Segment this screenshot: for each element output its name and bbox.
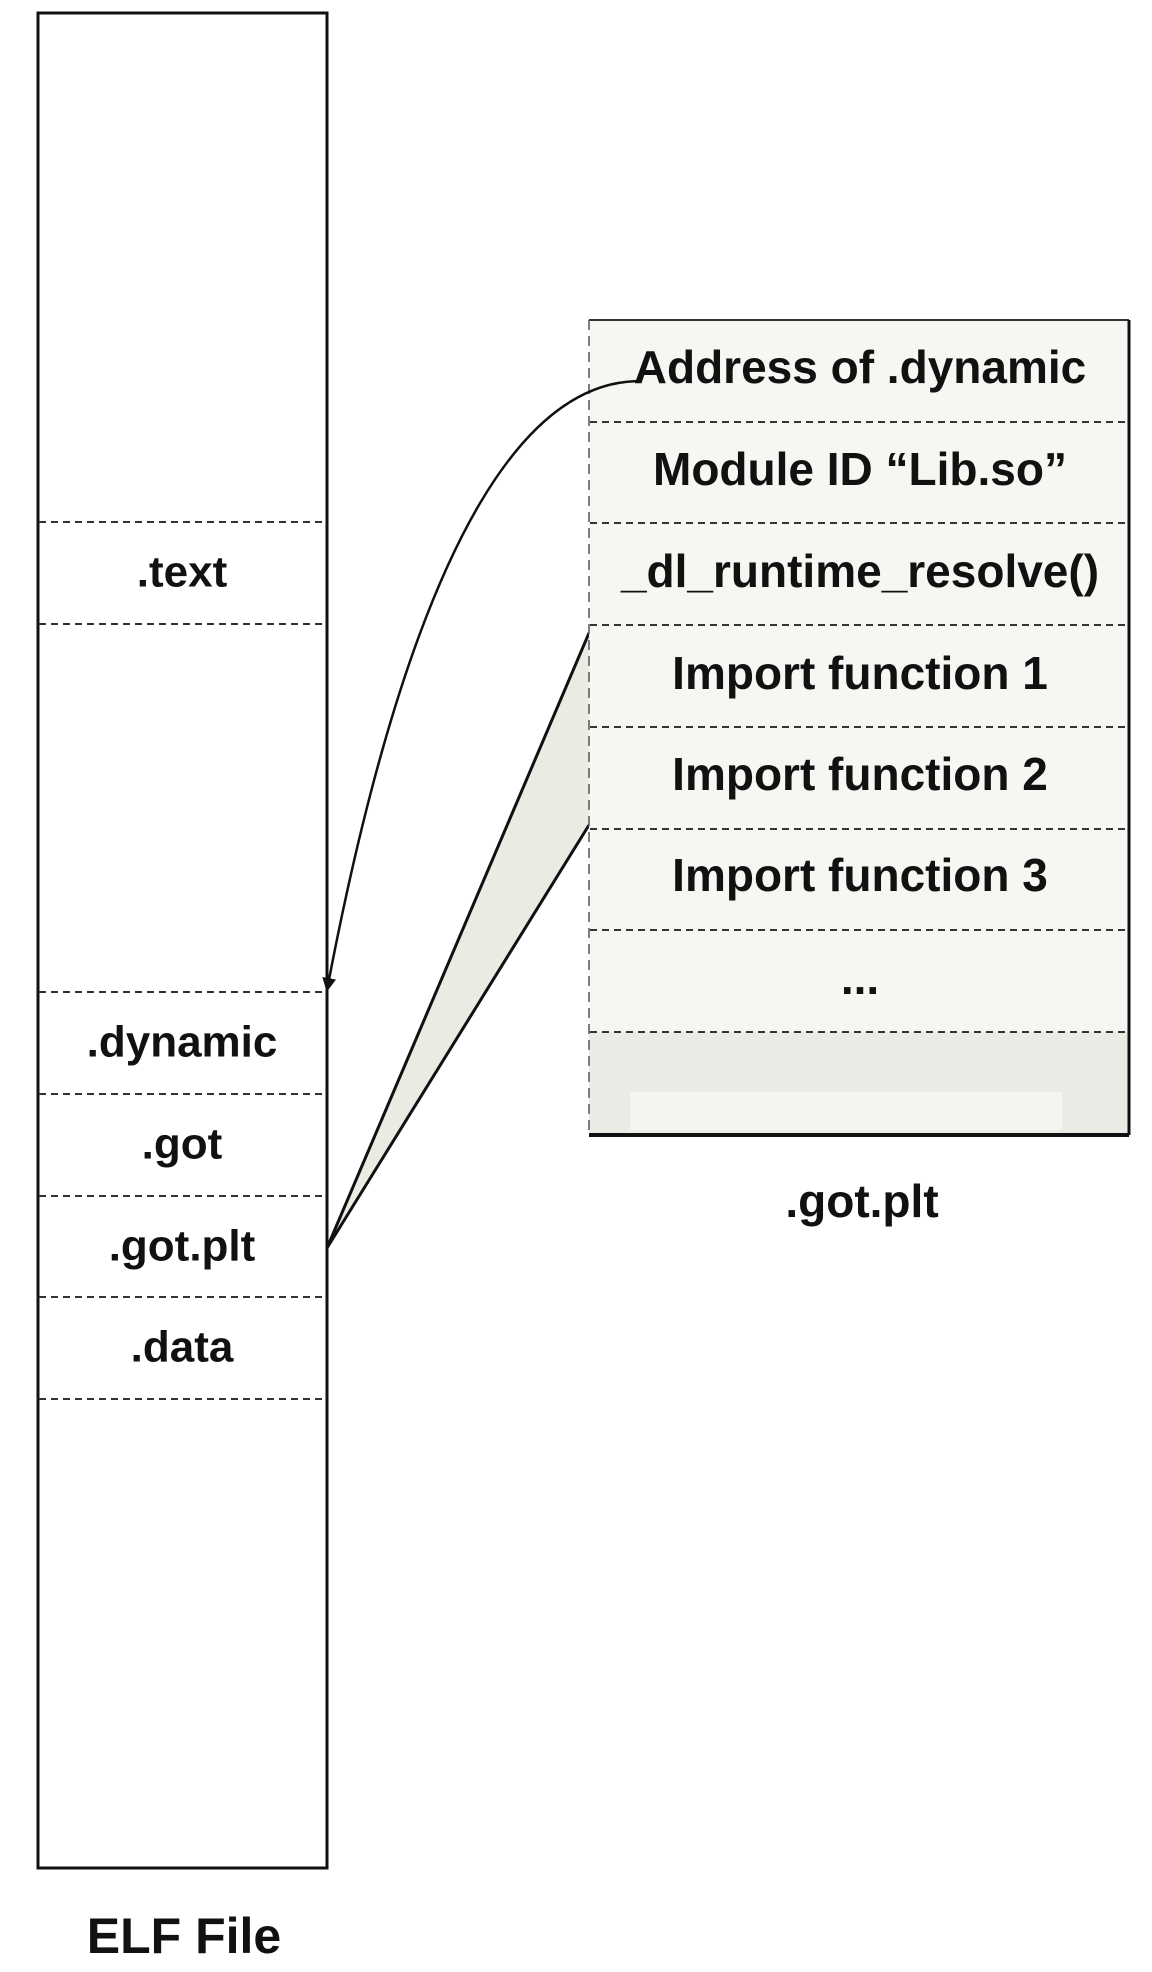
got-plt-caption: .got.plt (785, 1175, 938, 1227)
got-entry-address-of-dynamic: Address of .dynamic (634, 341, 1086, 393)
dynamic-pointer-arrow (322, 379, 641, 992)
got-entry-module-id: Module ID “Lib.so” (653, 443, 1067, 495)
section-dynamic-label: .dynamic (87, 1018, 278, 1067)
elf-file-caption: ELF File (87, 1908, 281, 1964)
got-entry-import-function-2: Import function 2 (672, 748, 1048, 800)
got-plt-table: Address of .dynamic Module ID “Lib.so” _… (588, 319, 1131, 1137)
got-plt-row-dividers (590, 421, 1128, 1033)
section-data-label: .data (131, 1323, 234, 1372)
section-text-label: .text (137, 548, 228, 597)
section-got-plt-label: .got.plt (109, 1222, 256, 1271)
got-entry-import-function-1: Import function 1 (672, 647, 1048, 699)
got-entry-dl-runtime-resolve: _dl_runtime_resolve() (620, 545, 1099, 597)
got-entry-ellipsis: ... (841, 952, 879, 1004)
zoom-wedge (325, 632, 591, 1249)
elf-file-block: .text .dynamic .got .got.plt .data (36, 11, 329, 1870)
section-got-label: .got (142, 1120, 223, 1169)
got-entry-import-function-3: Import function 3 (672, 849, 1048, 901)
